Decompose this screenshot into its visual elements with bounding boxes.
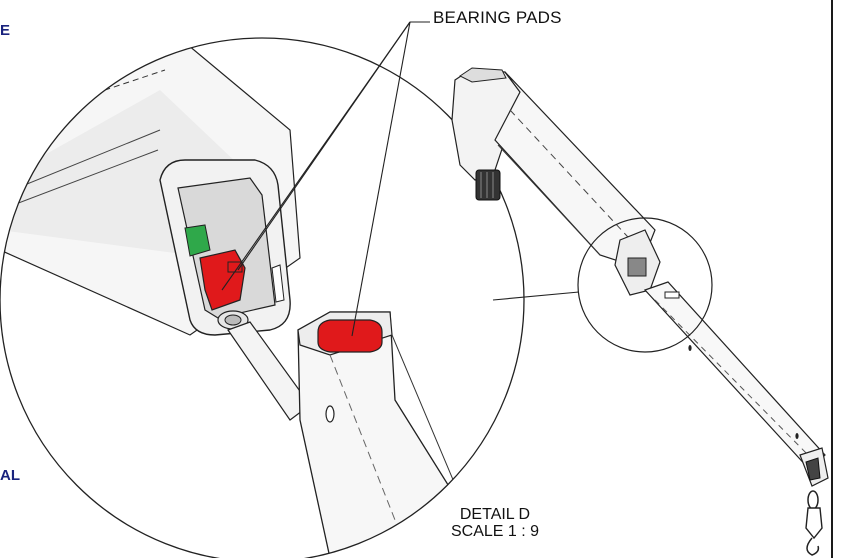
detail-caption: DETAIL D SCALE 1 : 9 (440, 506, 550, 540)
red-bearing-pad-top (317, 319, 383, 353)
detail-circle (0, 37, 525, 558)
detail-view (0, 38, 471, 558)
edge-text-top: E (0, 22, 11, 39)
bearing-pads-leaders (221, 21, 430, 337)
edge-text-bottom: AL (0, 467, 20, 484)
detail-reference-circle (577, 217, 713, 353)
bearing-pads-label: BEARING PADS (433, 8, 562, 27)
detail-connector-line (492, 291, 580, 301)
detail-name: DETAIL D (459, 506, 531, 523)
green-bearing-pad (184, 224, 211, 257)
detail-scale: SCALE 1 : 9 (450, 523, 540, 540)
crane-boom-assembly (451, 67, 829, 556)
